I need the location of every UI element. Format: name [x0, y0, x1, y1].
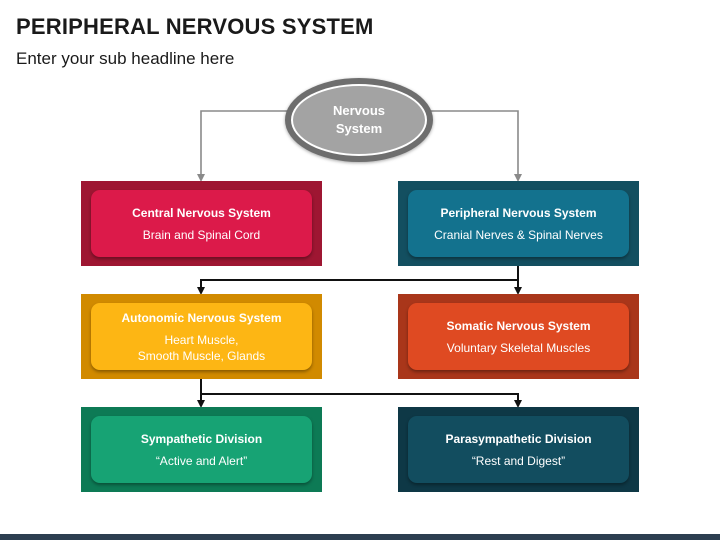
- somatic-nervous-system-title: Somatic Nervous System: [446, 318, 591, 333]
- central-nervous-system-node: Central Nervous System Brain and Spinal …: [81, 181, 322, 266]
- peripheral-nervous-system-title: Peripheral Nervous System: [440, 205, 597, 220]
- somatic-nervous-system-description: Voluntary Skeletal Muscles: [446, 340, 591, 355]
- autonomic-nervous-system-title: Autonomic Nervous System: [121, 310, 282, 325]
- page-title: PERIPHERAL NERVOUS SYSTEM: [16, 14, 374, 39]
- bottom-accent-bar: [0, 534, 720, 540]
- page-subtitle: Enter your sub headline here: [16, 49, 235, 68]
- nervous-system-node: Nervous System: [285, 78, 433, 162]
- nervous-system-label: Nervous System: [291, 84, 427, 156]
- peripheral-nervous-system-node: Peripheral Nervous System Cranial Nerves…: [398, 181, 639, 266]
- sympathetic-division-node: Sympathetic Division “Active and Alert”: [81, 407, 322, 492]
- sympathetic-division-title: Sympathetic Division: [140, 431, 263, 446]
- somatic-nervous-system-node: Somatic Nervous System Voluntary Skeleta…: [398, 294, 639, 379]
- peripheral-nervous-system-description: Cranial Nerves & Spinal Nerves: [434, 227, 603, 242]
- parasympathetic-division-title: Parasympathetic Division: [445, 431, 592, 446]
- central-nervous-system-title: Central Nervous System: [132, 205, 271, 220]
- parasympathetic-division-description: “Rest and Digest”: [471, 453, 566, 468]
- connector-root-to-central: [197, 110, 290, 182]
- sympathetic-division-description: “Active and Alert”: [155, 453, 248, 468]
- autonomic-nervous-system-node: Autonomic Nervous System Heart Muscle, S…: [81, 294, 322, 379]
- central-nervous-system-description: Brain and Spinal Cord: [142, 227, 261, 242]
- connector-autonomic-to-parasympathetic: [201, 393, 522, 408]
- autonomic-nervous-system-description: Heart Muscle, Smooth Muscle, Glands: [137, 332, 266, 363]
- connector-root-to-peripheral: [428, 110, 522, 182]
- parasympathetic-division-node: Parasympathetic Division “Rest and Diges…: [398, 407, 639, 492]
- connector-peripheral-to-autonomic: [197, 279, 518, 295]
